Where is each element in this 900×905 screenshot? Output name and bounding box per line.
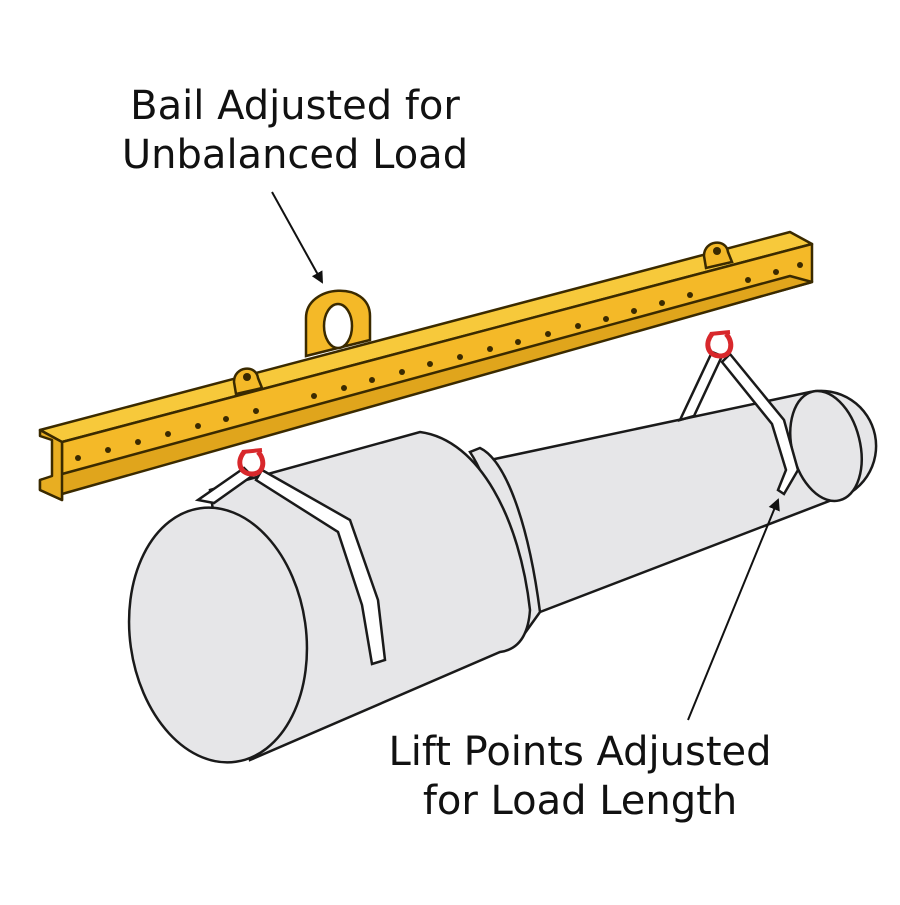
bail-callout-label: Bail Adjusted for Unbalanced Load — [60, 82, 530, 180]
right-sling-left-leg — [677, 350, 724, 422]
beam-hole — [603, 316, 609, 322]
beam-hole — [773, 269, 779, 275]
beam-hole — [75, 455, 81, 461]
lift-points-callout-line-2: for Load Length — [422, 777, 738, 824]
bail-callout-line-2: Unbalanced Load — [121, 131, 469, 178]
beam-hole — [195, 423, 201, 429]
beam-hole — [399, 369, 405, 375]
beam-hole — [341, 385, 347, 391]
beam-hole — [659, 300, 665, 306]
load-front-end-cap — [127, 506, 309, 764]
bail-eye — [322, 302, 354, 350]
beam-hole — [575, 323, 581, 329]
lifting-lug-icon — [232, 367, 264, 396]
beam-hole — [487, 346, 493, 352]
left-sling-right-leg — [254, 468, 387, 666]
beam-hole — [515, 339, 521, 345]
beam-hole — [545, 331, 551, 337]
beam-hole — [687, 292, 693, 298]
shackle-icon — [705, 330, 734, 359]
beam-hole — [311, 393, 317, 399]
beam-hole — [223, 416, 229, 422]
lift-points-callout-arrow — [687, 498, 780, 721]
spreader-beam — [38, 230, 814, 502]
shackle-icon — [237, 448, 266, 477]
beam-hole — [135, 439, 141, 445]
right-sling-right-leg — [720, 352, 800, 496]
lift-points-callout-line-1: Lift Points Adjusted — [388, 729, 772, 775]
beam-adjustment-holes — [75, 262, 803, 461]
beam-hole — [165, 431, 171, 437]
beam-hole — [745, 277, 751, 283]
beam-hole — [457, 354, 463, 360]
bail-callout-arrow — [271, 191, 323, 284]
bail-callout-line-1: Bail Adjusted for — [130, 83, 460, 129]
lift-points-callout-label: Lift Points Adjusted for Load Length — [330, 728, 830, 826]
beam-hole — [427, 361, 433, 367]
lifting-lug-icon — [702, 241, 734, 270]
beam-hole — [253, 408, 259, 414]
beam-end-profile — [38, 428, 64, 502]
lifting-bail-icon — [304, 289, 372, 358]
slings — [194, 350, 800, 666]
beam-hole — [105, 447, 111, 453]
beam-hole — [797, 262, 803, 268]
beam-hole — [369, 377, 375, 383]
beam-hole — [631, 308, 637, 314]
